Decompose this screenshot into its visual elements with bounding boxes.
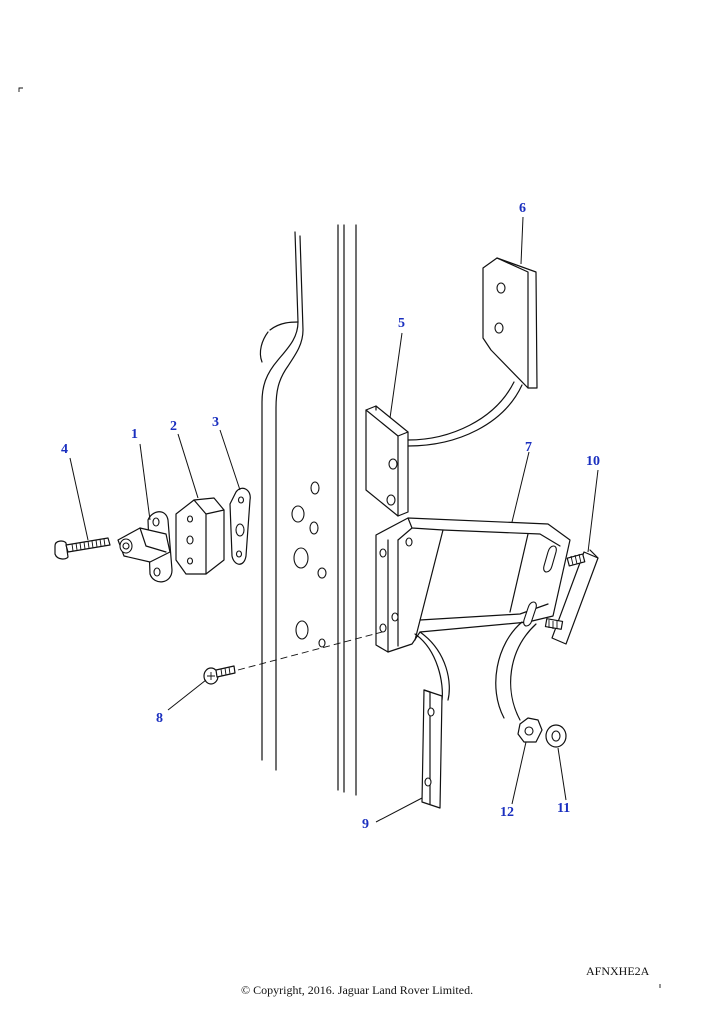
leader-8 [167, 679, 207, 711]
assembly-curve [414, 633, 443, 701]
callout-9: 9 [362, 817, 369, 832]
callout-11: 11 [557, 801, 571, 816]
leader-6 [520, 216, 524, 265]
callout-10: 10 [586, 454, 600, 469]
part-1-striker [117, 511, 173, 583]
callout-6: 6 [519, 201, 526, 216]
leader-12 [511, 741, 527, 805]
part-9-plate [421, 689, 443, 809]
part-2-block [175, 497, 225, 575]
assembly-curve [510, 623, 537, 721]
callout-3: 3 [212, 415, 219, 430]
leader-11 [557, 747, 567, 801]
callout-5: 5 [398, 316, 405, 331]
callout-4: 4 [61, 442, 68, 457]
copyright-notice: © Copyright, 2016. Jaguar Land Rover Lim… [241, 983, 474, 997]
alignment-line [237, 631, 383, 671]
part-10-stud-plate [544, 549, 599, 645]
leader-4 [69, 457, 89, 541]
part-6-plate [482, 257, 538, 389]
corner-mark [18, 87, 23, 92]
part-4-screw [54, 537, 111, 560]
assembly-curve [407, 381, 515, 441]
door-pillar [259, 224, 357, 796]
leader-3 [219, 429, 241, 491]
leader-9 [375, 797, 423, 823]
leader-lines [69, 216, 599, 823]
callout-7: 7 [525, 440, 532, 455]
drawing-code: AFNXHE2A [586, 964, 650, 978]
part-12-nut [517, 717, 543, 743]
leader-1 [139, 443, 151, 521]
part-7-bracket [375, 517, 571, 653]
callout-2: 2 [170, 419, 177, 434]
assembly-curve [407, 384, 523, 447]
assembly-curve [495, 621, 523, 719]
part-11-washer [545, 724, 567, 748]
part-5-plate [365, 405, 409, 517]
part-8-screw [203, 665, 236, 685]
leader-5 [389, 332, 403, 419]
leader-7 [511, 451, 530, 523]
leader-2 [177, 433, 199, 499]
leader-10 [587, 469, 599, 553]
part-3-gasket [229, 487, 251, 565]
callout-12: 12 [500, 805, 514, 820]
assembly-curve [419, 631, 450, 701]
callout-8: 8 [156, 711, 163, 726]
callout-1: 1 [131, 427, 138, 442]
